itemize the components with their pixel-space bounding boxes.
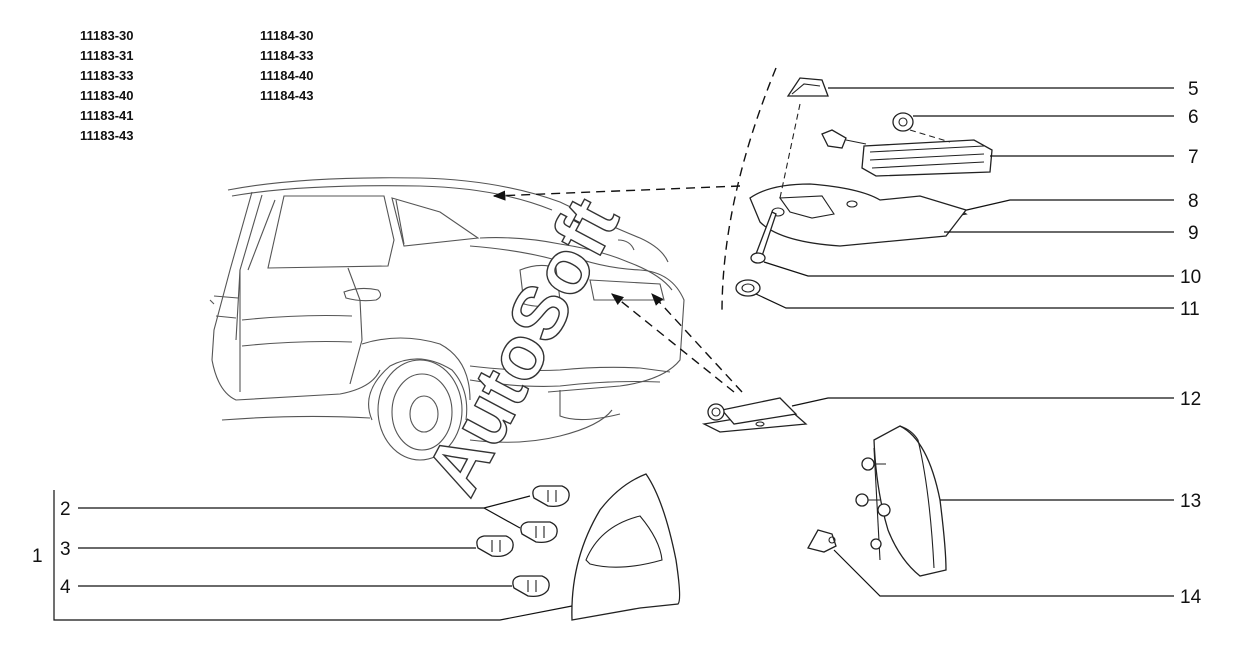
model-code: 11183-41 [80,108,134,123]
model-code: 11183-43 [80,128,134,143]
part-12-license-plate-lamp [701,397,808,433]
part-5-cap [786,77,829,97]
part-9-bracket [749,183,968,247]
part-13-tail-light-housing [855,425,947,577]
car-rear-view [209,177,685,461]
model-code: 11183-40 [80,88,134,103]
assembly-guide-line [909,129,951,143]
model-code: 11183-31 [80,48,134,63]
callout-12: 12 [1180,389,1201,410]
model-list-11184: 11184-30 11184-33 11184-40 11184-43 [260,26,314,106]
callout-10: 10 [1180,267,1201,288]
bulb-3 [476,535,514,558]
part-6-bulb-socket [892,112,914,132]
arrow-to-plate-light-left [611,293,735,393]
model-code: 11184-40 [260,68,314,83]
callout-7: 7 [1188,147,1199,168]
model-code: 11184-33 [260,48,314,63]
bulb-2b [520,521,558,544]
part-11-grommet [735,279,761,297]
callout-9: 9 [1188,223,1199,244]
model-code: 11183-33 [80,68,134,83]
bulb-2a [532,485,570,508]
callout-2: 2 [60,499,71,520]
section-break-line [721,67,777,313]
callout-11: 11 [1180,299,1200,320]
callout-8: 8 [1188,191,1199,212]
part-1-rear-lamp [571,473,681,621]
callout-13: 13 [1180,491,1201,512]
arrow-to-plate-light-right [651,293,743,393]
model-list-11183: 11183-30 11183-31 11183-33 11183-40 1118… [80,26,134,146]
model-code: 11183-30 [80,28,134,43]
part-7-light-unit [821,129,993,177]
callout-4: 4 [60,577,71,598]
model-code: 11184-30 [260,28,314,43]
callout-5: 5 [1188,79,1199,100]
bulb-4 [512,575,550,598]
callout-1: 1 [32,546,43,567]
part-14-clip [807,529,837,553]
callout-3: 3 [60,539,71,560]
part-10-screw [750,211,777,264]
assembly-guide-line [779,103,801,199]
callout-14: 14 [1180,587,1202,608]
model-code: 11184-43 [260,88,314,103]
arrow-to-roof-light [492,185,741,201]
callout-6: 6 [1188,107,1199,128]
part-1-bracket-line [53,490,573,621]
